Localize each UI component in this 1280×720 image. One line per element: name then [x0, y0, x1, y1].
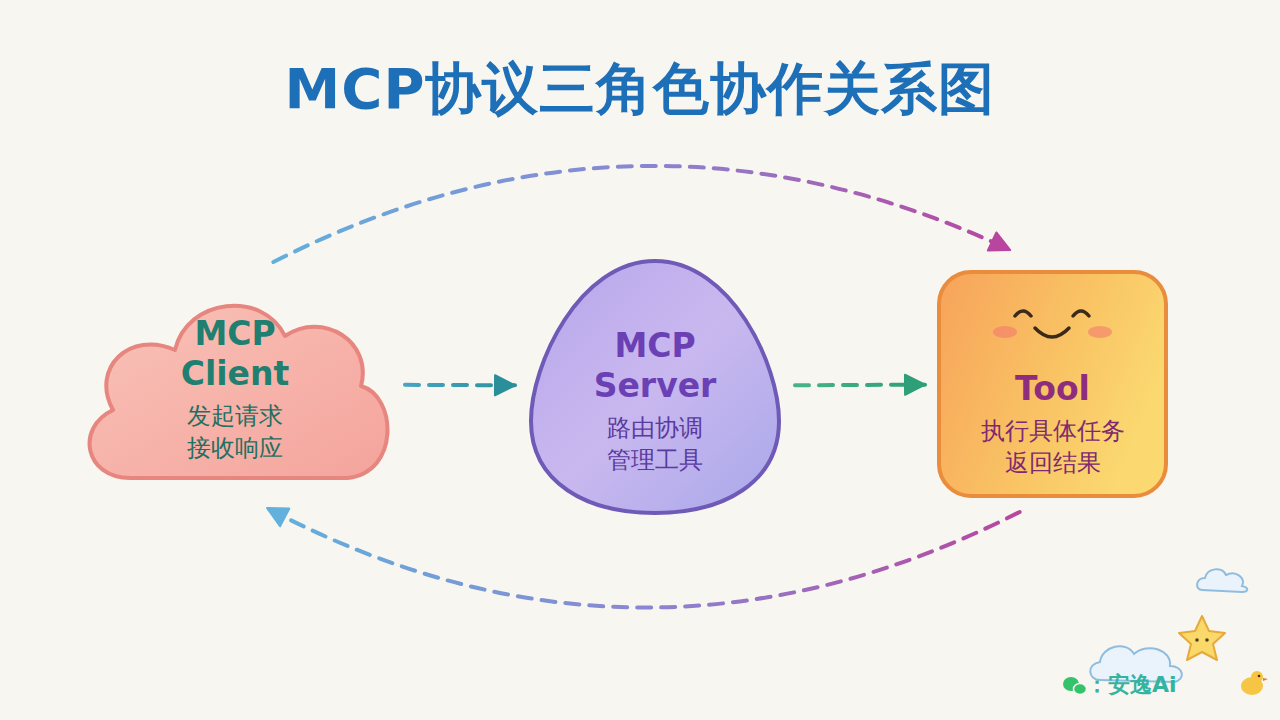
connector-arrow — [405, 375, 515, 395]
dashed-line — [267, 508, 1020, 608]
connector-arrow — [273, 166, 1010, 262]
node-text-group: MCP Client发起请求 接收响应 — [75, 268, 395, 500]
tool-box: Tool 执行具体任务 返回结果 — [935, 268, 1170, 500]
watermark-text: ：安逸Ai — [1086, 670, 1177, 700]
wechat-icon — [1063, 677, 1087, 695]
cloud-outline — [90, 306, 388, 478]
dashed-line — [405, 383, 515, 388]
diagram-title: MCP协议三角色协作关系图 — [0, 52, 1280, 128]
connector-arrow — [267, 508, 1020, 608]
node-heading: MCP Client — [145, 314, 325, 394]
arrow-head — [267, 508, 289, 526]
arrow-head — [905, 375, 925, 395]
arrow-head — [988, 232, 1010, 250]
node-heading: MCP Server — [565, 326, 745, 406]
egg-outline — [531, 261, 779, 513]
smiley-face — [993, 311, 1112, 338]
chick-icon — [1241, 671, 1268, 695]
node-body: 执行具体任务 返回结果 — [953, 415, 1153, 479]
small-cloud — [1197, 569, 1247, 592]
node-heading: Tool — [963, 369, 1143, 409]
node-text-group: MCP Server路由协调 管理工具 — [525, 255, 785, 517]
server-egg: MCP Server路由协调 管理工具 — [525, 255, 785, 517]
connector-arrow — [795, 375, 925, 395]
arrow-head — [495, 375, 515, 395]
node-body: 发起请求 接收响应 — [175, 400, 295, 464]
node-body: 路由协调 管理工具 — [595, 412, 715, 476]
dashed-line — [273, 166, 1010, 262]
client-cloud: MCP Client发起请求 接收响应 — [75, 268, 395, 500]
node-text-group: Tool 执行具体任务 返回结果 — [935, 268, 1170, 500]
rounded-square-outline — [939, 272, 1166, 496]
dashed-line — [795, 383, 925, 388]
star-decoration — [1179, 616, 1225, 660]
